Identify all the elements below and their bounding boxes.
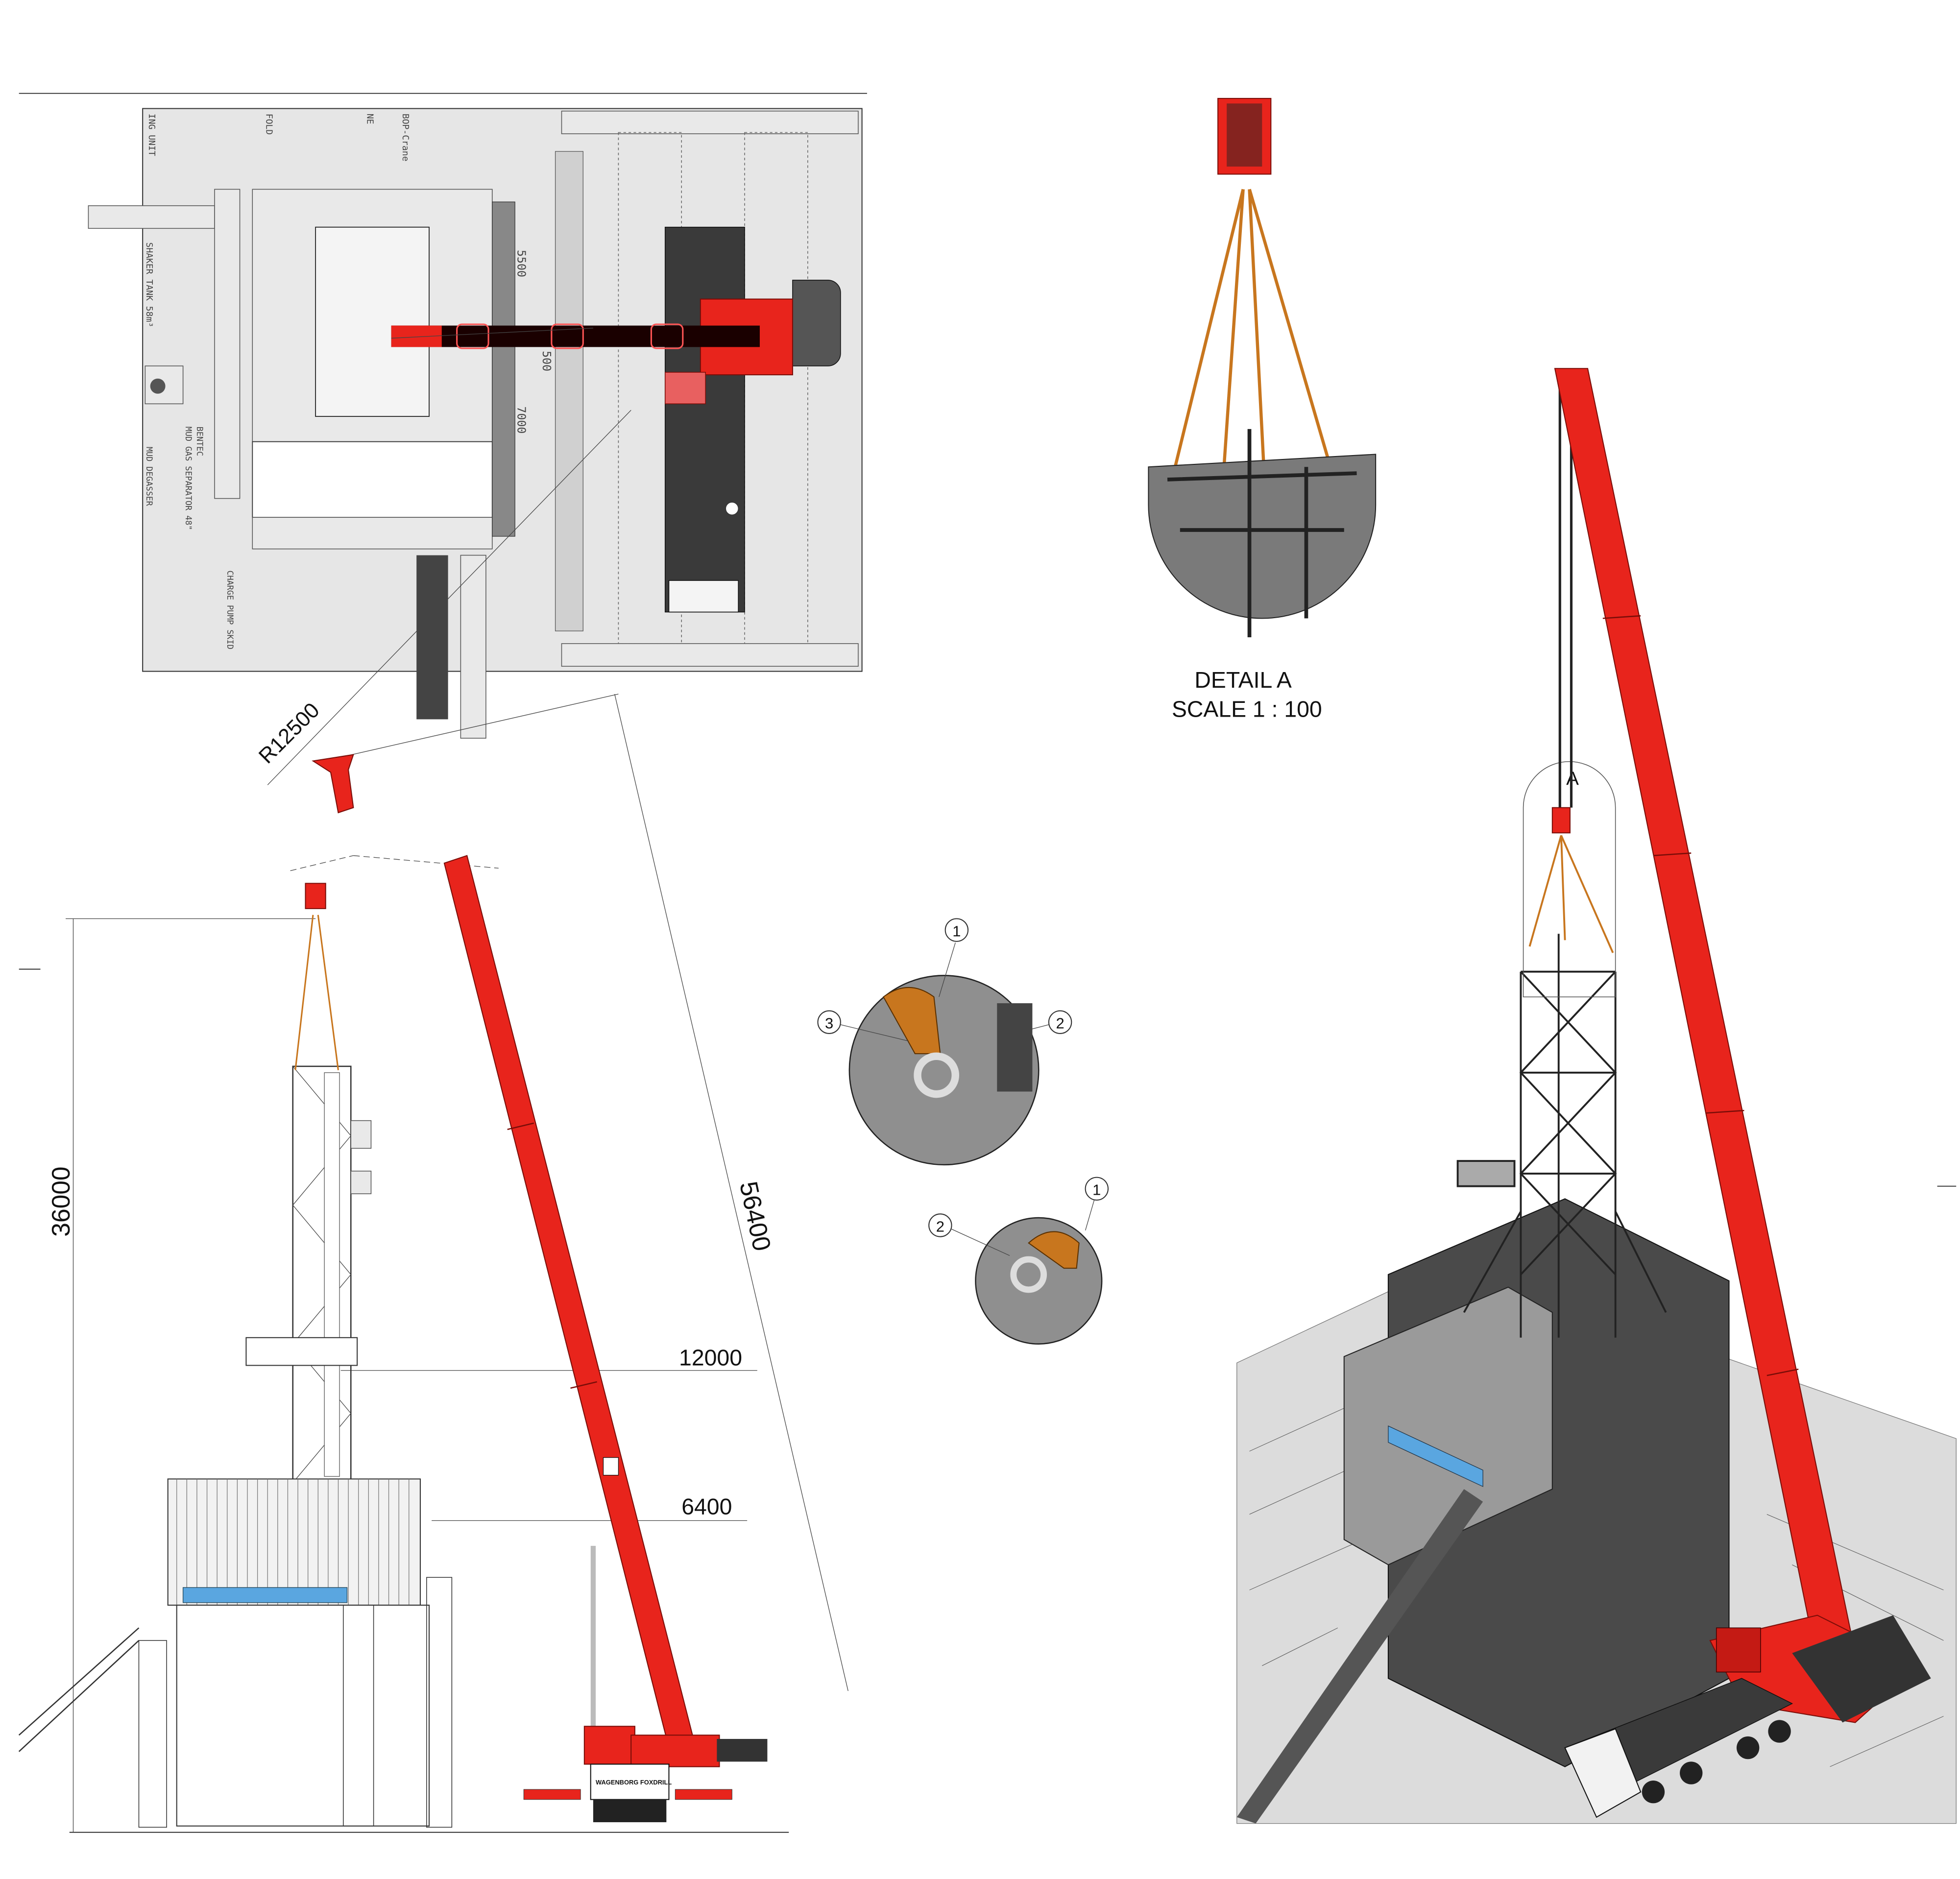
detail-a-scale: SCALE 1 : 100 xyxy=(1172,696,1322,722)
separator-icon xyxy=(150,378,166,394)
dim-7000: 7000 xyxy=(514,407,528,434)
crane-track xyxy=(492,201,515,537)
label-mud-gas-separator: MUD GAS SEPARATOR 48" xyxy=(184,427,194,530)
counterweight-plan xyxy=(792,280,841,366)
radius-label: R12500 xyxy=(254,698,324,768)
hook-block-iso xyxy=(1551,807,1571,834)
radius-12000-label: 12000 xyxy=(679,1345,742,1370)
callout-lower-2: 2 xyxy=(936,1218,944,1235)
pipe-rack-top xyxy=(561,110,859,134)
window-strip-iso xyxy=(1388,1425,1483,1487)
pipe-rack-bottom xyxy=(561,643,859,667)
outrigger-left xyxy=(523,1789,581,1800)
callout-upper-1: 1 xyxy=(952,923,961,940)
hook-block-elevation xyxy=(305,883,326,909)
height-dim-label: 36000 xyxy=(47,1166,75,1236)
derrick-mast-iso xyxy=(1456,934,1667,1338)
callout-upper-2: 2 xyxy=(1056,1015,1064,1032)
isometric-view: A xyxy=(1236,368,1957,1824)
label-bentec: BENTEC xyxy=(195,427,205,456)
plan-view: ING UNIT FOLD NE BOP-Crane SHAKER TANK 5… xyxy=(19,93,867,814)
crane-slew-symbol xyxy=(312,754,354,814)
sling-left xyxy=(294,915,314,1070)
label-unit: ING UNIT xyxy=(146,114,157,156)
stair-left xyxy=(214,189,241,499)
open-deck-area xyxy=(252,441,493,518)
boom-length-dim-line xyxy=(614,694,848,1691)
boom-length-dim-label: 56400 xyxy=(734,1179,777,1253)
cab-plan xyxy=(664,372,706,405)
detail-a: DETAIL A SCALE 1 : 100 xyxy=(1148,97,1377,722)
sling-right xyxy=(317,915,339,1070)
vee-door-stair xyxy=(416,555,448,720)
stair-ramp-iso xyxy=(1236,1489,1483,1824)
window-strip xyxy=(182,1587,348,1603)
radius-6400-label: 6400 xyxy=(681,1494,732,1519)
mast-top-detail xyxy=(1148,454,1377,619)
detail-a-title: DETAIL A xyxy=(1194,667,1291,693)
callout-lower-1: 1 xyxy=(1092,1181,1101,1199)
label-fold: FOLD xyxy=(264,114,274,135)
label-bop-crane: BOP-Crane xyxy=(400,114,411,162)
crane-carrier-elevation xyxy=(590,1763,670,1800)
crane-cab-iso xyxy=(1716,1627,1761,1673)
crane-boom-elevation xyxy=(443,855,695,1749)
callout-upper-3: 3 xyxy=(825,1015,833,1032)
ramp-plan xyxy=(460,554,486,739)
pipe-rack-column xyxy=(555,151,583,631)
derrick-mast xyxy=(245,1065,372,1484)
substructure-elevation xyxy=(18,1478,453,1828)
label-shaker-tank: SHAKER TANK 58m³ xyxy=(144,242,154,328)
carrier-cab-iso xyxy=(1564,1728,1642,1818)
crane-carrier-plan xyxy=(664,226,745,613)
shackle-detail-upper: 1 2 3 xyxy=(817,918,1072,1166)
dim-500: 500 xyxy=(540,351,553,371)
label-mud-degasser: MUD DEGASSER xyxy=(145,447,154,506)
walkway-left xyxy=(88,205,215,229)
dim-5500: 5500 xyxy=(514,250,528,277)
catwalk-plan xyxy=(252,517,493,550)
slings-iso xyxy=(1528,835,1614,953)
crane-brand-label: WAGENBORG FOXDRILL xyxy=(596,1779,672,1786)
crane-cab-elevation xyxy=(583,1726,635,1765)
mobile-crane-elevation: WAGENBORG FOXDRILL xyxy=(443,855,768,1823)
detail-a-boundary xyxy=(1523,761,1616,997)
shackle-detail-lower: 1 2 xyxy=(928,1177,1109,1345)
label-charge-pump-skid: CHARGE PUMP SKID xyxy=(225,570,235,649)
elevation-view: 36000 56400 12000 6400 xyxy=(18,694,848,1833)
radius-line xyxy=(267,410,631,785)
outrigger-right xyxy=(675,1789,732,1800)
drill-floor-equipment xyxy=(315,226,430,417)
label-ne: NE xyxy=(365,114,375,124)
detail-a-marker: A xyxy=(1566,768,1579,789)
